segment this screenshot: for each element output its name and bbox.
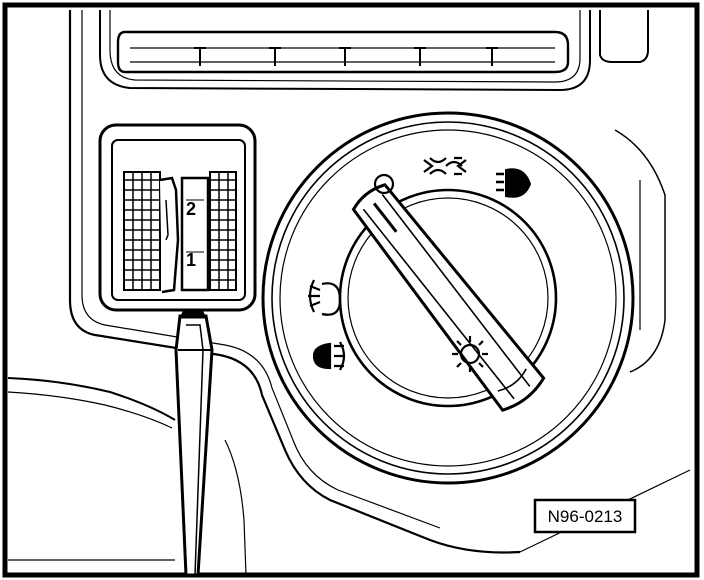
dashboard-panel [7, 10, 691, 576]
figure-id-box: N96-0213 [533, 498, 637, 534]
screwdriver [174, 309, 214, 577]
parking-light-icon [423, 156, 467, 176]
air-vent-strip [116, 30, 570, 74]
range-mark-1: 1 [186, 250, 196, 270]
switch-knob [351, 183, 546, 412]
headlight-icon [496, 168, 532, 198]
rear-fog-light-icon [312, 341, 346, 371]
front-fog-light-icon [308, 279, 342, 316]
off-circle-icon [373, 173, 395, 195]
interior-light-sun-icon [452, 336, 488, 372]
headlight-range-control [98, 123, 257, 312]
range-scale-window [180, 176, 210, 292]
range-thumbwheel [123, 171, 237, 291]
range-mark-2: 2 [186, 199, 196, 219]
release-tab [159, 176, 180, 294]
figure-id: N96-0213 [548, 507, 623, 526]
